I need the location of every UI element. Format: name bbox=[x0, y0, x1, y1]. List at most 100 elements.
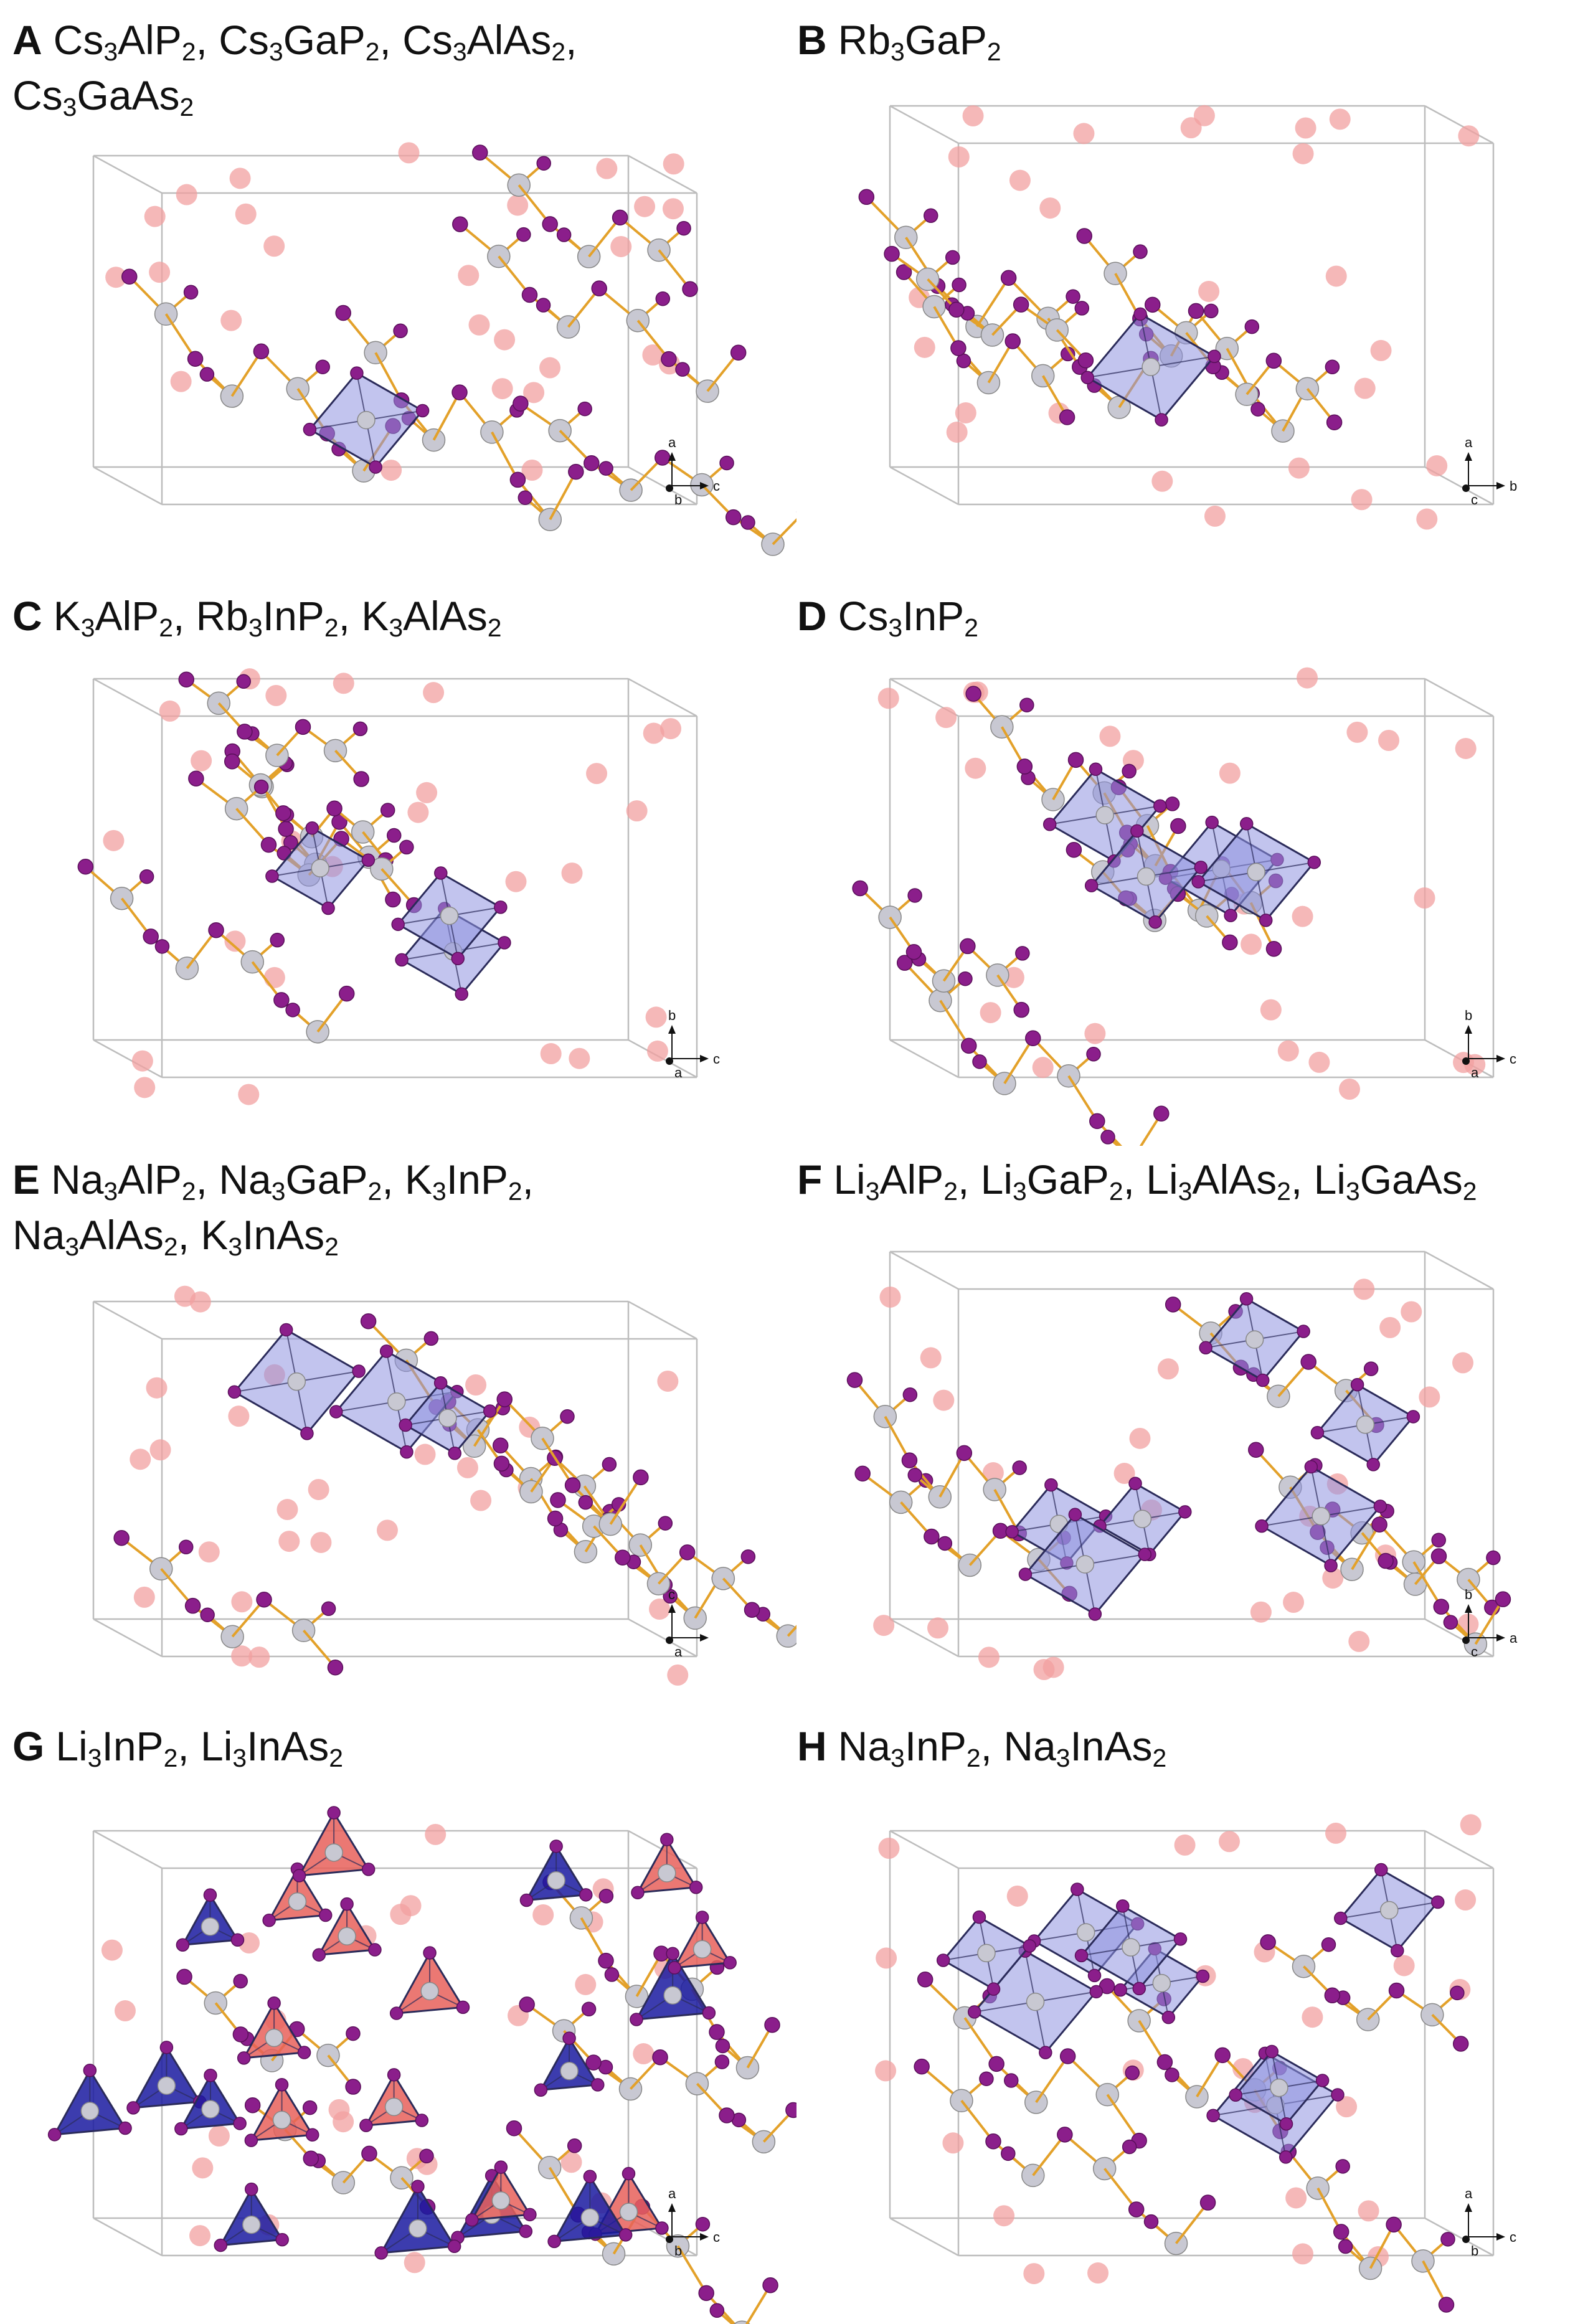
metal-atom bbox=[438, 1409, 457, 1428]
anion-atom bbox=[1300, 1354, 1316, 1370]
cell-edge bbox=[93, 2217, 163, 2257]
cation-atom bbox=[1295, 117, 1316, 139]
bond bbox=[251, 961, 283, 1001]
formula-text: Cs bbox=[53, 17, 104, 63]
cell-edge bbox=[628, 1618, 697, 1658]
anion-atom bbox=[560, 1409, 575, 1424]
cation-atom bbox=[376, 1519, 398, 1541]
anion-atom bbox=[275, 805, 291, 821]
cation-atom bbox=[955, 402, 976, 423]
anion-atom bbox=[113, 1529, 130, 1546]
axis-label-dot: a bbox=[1471, 1065, 1479, 1080]
cation-atom bbox=[101, 1939, 123, 1961]
anion-atom bbox=[338, 985, 355, 1002]
formula-text: Na bbox=[838, 1723, 891, 1769]
anion-atom bbox=[143, 928, 159, 945]
panel-letter: E bbox=[12, 1156, 40, 1202]
cation-atom bbox=[114, 2000, 136, 2022]
anion-atom bbox=[1122, 2139, 1137, 2155]
anion-atom bbox=[948, 301, 965, 318]
anion-atom bbox=[509, 471, 526, 488]
formula-subscript: 2 bbox=[163, 1744, 178, 1773]
formula-text: , bbox=[522, 1156, 534, 1202]
anion-atom bbox=[854, 1465, 871, 1482]
title-line: Cs3GaAs2 bbox=[12, 68, 577, 123]
anion-atom bbox=[660, 1833, 674, 1846]
cation-atom bbox=[1379, 1316, 1401, 1338]
anion-atom bbox=[702, 2006, 716, 2020]
anion-atom bbox=[901, 1452, 918, 1468]
cell-edge bbox=[628, 154, 697, 194]
formula-subscript: 2 bbox=[329, 1744, 343, 1773]
anion-atom bbox=[578, 1495, 593, 1510]
anion-atom bbox=[188, 770, 204, 786]
metal-atom bbox=[1031, 364, 1055, 388]
formula-subscript: 3 bbox=[452, 37, 467, 67]
metal-atom bbox=[1024, 2090, 1048, 2114]
formula-subscript: 2 bbox=[1152, 1744, 1167, 1773]
anion-atom bbox=[273, 992, 290, 1008]
formula-subscript: 3 bbox=[891, 1744, 905, 1773]
anion-atom bbox=[159, 2041, 174, 2054]
unit-cell bbox=[889, 678, 1495, 1079]
bond bbox=[164, 313, 197, 360]
formula-subscript: 3 bbox=[432, 1177, 447, 1206]
anion-atom bbox=[550, 1492, 566, 1508]
anion-atom bbox=[233, 2117, 247, 2130]
metal-atom bbox=[357, 410, 376, 430]
panel-letter: H bbox=[797, 1723, 827, 1769]
cation-atom bbox=[561, 862, 583, 884]
cation-atom bbox=[879, 1286, 901, 1308]
cation-atom bbox=[198, 1541, 220, 1563]
bond bbox=[746, 2024, 773, 2069]
anion-atom bbox=[936, 1953, 950, 1967]
anion-atom bbox=[598, 1889, 614, 1904]
cation-atom bbox=[134, 1077, 156, 1098]
anion-atom bbox=[47, 2128, 62, 2142]
anion-atom bbox=[236, 674, 251, 689]
anion-atom bbox=[423, 1331, 439, 1346]
anion-atom bbox=[1153, 799, 1167, 813]
bond bbox=[706, 352, 740, 392]
anion-atom bbox=[591, 280, 607, 296]
cation-atom bbox=[927, 1617, 949, 1639]
anion-atom bbox=[725, 509, 742, 526]
anion-atom bbox=[1443, 1615, 1458, 1630]
anion-atom bbox=[612, 209, 628, 226]
bond bbox=[235, 808, 270, 846]
anion-atom bbox=[585, 2054, 602, 2071]
anion-atom bbox=[1315, 2074, 1330, 2087]
cation-atom bbox=[174, 1285, 196, 1307]
bond bbox=[1316, 2187, 1343, 2232]
anion-atom bbox=[956, 1445, 973, 1462]
cation-atom bbox=[1219, 762, 1241, 784]
formula-subscript: 3 bbox=[1013, 1177, 1027, 1206]
anion-atom bbox=[1025, 1030, 1041, 1046]
anion-atom bbox=[536, 156, 551, 171]
cation-atom bbox=[540, 1043, 562, 1065]
anion-atom bbox=[493, 1455, 510, 1472]
anion-atom bbox=[1086, 1047, 1101, 1062]
metal-atom bbox=[384, 2097, 404, 2117]
metal-atom bbox=[1142, 357, 1160, 376]
bond bbox=[473, 1398, 506, 1447]
anion-atom bbox=[496, 1391, 513, 1407]
bond bbox=[230, 351, 263, 397]
cation-atom bbox=[873, 1615, 895, 1637]
anion-atom bbox=[1338, 2239, 1353, 2254]
cation-atom bbox=[877, 687, 899, 709]
anion-atom bbox=[655, 2221, 669, 2235]
anion-atom bbox=[1239, 1292, 1254, 1306]
metal-atom bbox=[625, 1985, 649, 2008]
bond bbox=[884, 1415, 911, 1462]
anion-atom bbox=[1013, 1001, 1029, 1018]
formula-text: GaAs bbox=[77, 72, 180, 119]
anion-atom bbox=[275, 2232, 289, 2247]
anion-atom bbox=[521, 286, 538, 303]
anion-atom bbox=[1015, 946, 1030, 961]
anion-atom bbox=[1495, 1591, 1511, 1607]
